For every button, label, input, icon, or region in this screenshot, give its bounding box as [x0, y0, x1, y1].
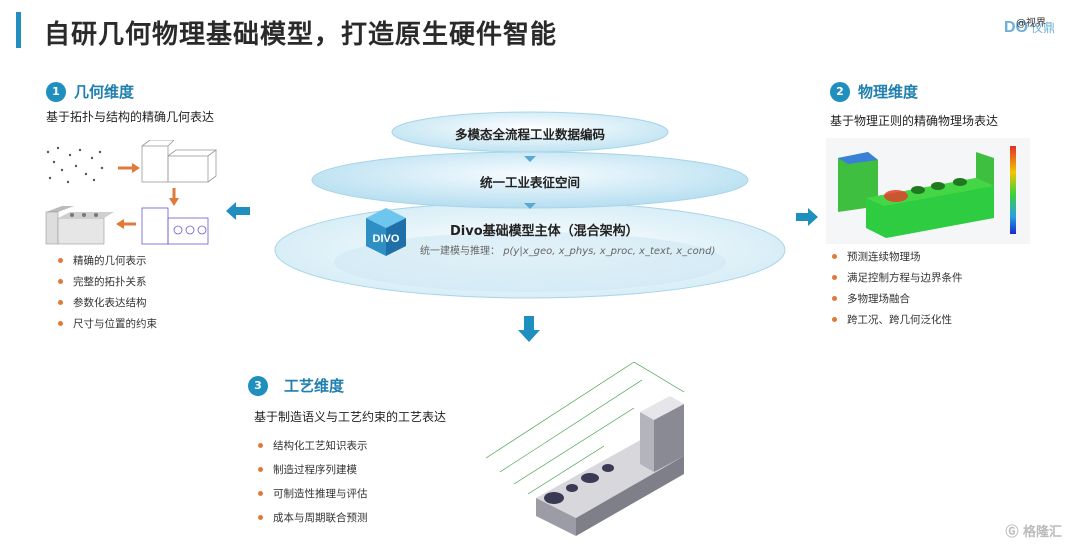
bullet-dot [258, 442, 263, 448]
watermark-logo-icon: Ⓖ [1005, 525, 1019, 540]
section-geometry-bullets: 精确的几何表示 完整的拓扑关系 参数化表达结构 尺寸与位置的约束 [58, 250, 157, 334]
watermark-top: @视界 [1016, 18, 1046, 29]
section-geometry-subtitle: 基于拓扑与结构的精确几何表达 [46, 110, 215, 124]
list-item: 跨工况、跨几何泛化性 [832, 309, 963, 330]
bullet-dot [58, 321, 63, 326]
pill-multimodal-encoding: 多模态全流程工业数据编码 [454, 127, 605, 142]
section-physics-subtitle: 基于物理正则的精确物理场表达 [830, 114, 999, 128]
section-title: 几何维度 [74, 83, 135, 101]
svg-text:DIVO: DIVO [373, 233, 400, 245]
physics-field-image [826, 138, 1030, 244]
section-title: 物理维度 [858, 83, 919, 101]
bullet-dot [832, 296, 837, 301]
divo-cube-icon: DIVO [366, 208, 406, 256]
section-title: 工艺维度 [284, 377, 345, 395]
watermark: Ⓖ 格隆汇 [1005, 525, 1062, 540]
page-title: 自研几何物理基础模型，打造原生硬件智能 [44, 20, 558, 50]
arrow-right-icon [796, 208, 818, 226]
pill-unified-space: 统一工业表征空间 [479, 175, 580, 190]
svg-text:DO: DO [1004, 19, 1028, 36]
title-accent-bar [16, 12, 21, 48]
section-number: 2 [830, 81, 850, 102]
list-item: 完整的拓扑关系 [58, 271, 157, 292]
section-physics-header: 2 物理维度 [830, 81, 918, 102]
arrow-left-icon [226, 202, 250, 220]
list-item: 预测连续物理场 [832, 246, 963, 267]
bullet-dot [58, 258, 63, 263]
list-item: 满足控制方程与边界条件 [832, 267, 963, 288]
bullet-dot [832, 254, 837, 259]
section-geometry-header: 1 几何维度 [46, 81, 134, 102]
section-number: 1 [46, 81, 66, 102]
bullet-dot [832, 317, 837, 322]
center-diagram: DIVO [274, 111, 786, 299]
section-process-header: 3 工艺维度 [248, 375, 344, 396]
section-physics-bullets: 预测连续物理场 满足控制方程与边界条件 多物理场融合 跨工况、跨几何泛化性 [832, 246, 963, 330]
bullet-dot [58, 300, 63, 305]
brand-logo: DO 仪鼎 [1004, 19, 1055, 36]
process-drawing-image [485, 361, 685, 536]
list-item: 成本与周期联合预测 [258, 505, 368, 529]
list-item: 多物理场融合 [832, 288, 963, 309]
arrow-down-icon [518, 316, 540, 342]
core-model-label: Divo基础模型主体（混合架构） [450, 224, 639, 239]
section-number: 3 [248, 375, 268, 396]
list-item: 参数化表达结构 [58, 292, 157, 313]
svg-text:仪鼎: 仪鼎 [1031, 21, 1055, 35]
bullet-dot [258, 490, 263, 496]
geometry-illustration [45, 140, 218, 245]
section-process-bullets: 结构化工艺知识表示 制造过程序列建模 可制造性推理与评估 成本与周期联合预测 [258, 433, 368, 529]
section-process-subtitle: 基于制造语义与工艺约束的工艺表达 [254, 410, 447, 424]
bullet-dot [258, 466, 263, 472]
formula: 统一建模与推理： p(y|x_geo, x_phys, x_proc, x_te… [420, 246, 716, 257]
bullet-dot [258, 514, 263, 520]
list-item: 精确的几何表示 [58, 250, 157, 271]
list-item: 尺寸与位置的约束 [58, 313, 157, 334]
list-item: 制造过程序列建模 [258, 457, 368, 481]
list-item: 可制造性推理与评估 [258, 481, 368, 505]
list-item: 结构化工艺知识表示 [258, 433, 368, 457]
bullet-dot [832, 275, 837, 280]
bullet-dot [58, 279, 63, 284]
